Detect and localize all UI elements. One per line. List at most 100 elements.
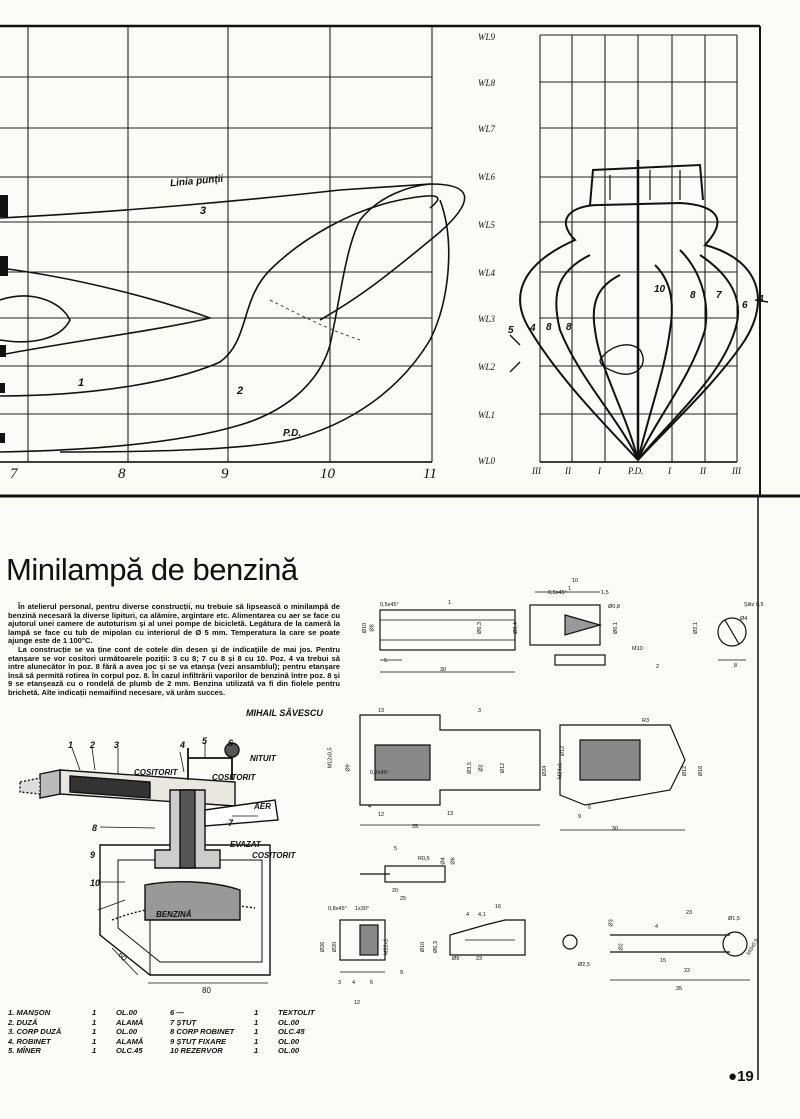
waterline-label: WL2 [478, 362, 496, 372]
dimension-label: 1,5 [601, 590, 609, 596]
section-number: 4 [758, 294, 764, 305]
dimension-label: R3 [642, 718, 650, 724]
dimension-label: 6 [370, 980, 374, 986]
callout-4: 4 [180, 740, 186, 750]
section-tick: P.D. [628, 466, 644, 476]
section-tick: III [532, 466, 541, 476]
callout-2: 2 [90, 740, 96, 750]
dimension-label: M24x1 [557, 762, 564, 780]
waterline-label: WL1 [478, 410, 496, 420]
dimension-label: M22x1 [383, 938, 390, 956]
dimension-label: R0,5 [418, 856, 430, 862]
note-nituit: NITUIT [250, 754, 276, 763]
dimension-label: 4 [655, 924, 659, 930]
curve-label-2: 2 [237, 385, 244, 397]
dimension-label: Ø20 [332, 941, 339, 953]
dimension-label: 4 [466, 912, 470, 918]
dimension-label: 4 [368, 804, 372, 810]
dimension-label: 25 [400, 896, 407, 902]
assembly-illustration [19, 742, 279, 984]
dimension-label: 9 [578, 814, 582, 820]
dimension-label: Ø2,5 [578, 962, 590, 968]
dimension-label: Ø6,1 [612, 622, 619, 634]
dimension-label: Ø4 [740, 616, 748, 622]
x-tick-7: 7 [10, 466, 18, 482]
dimension-label: 35 [412, 824, 419, 830]
note-cositorit: COSITORIT [252, 851, 296, 860]
dimension-label: 20 [392, 888, 399, 894]
waterline-label: WL4 [478, 268, 496, 278]
note-benzina: BENZINĂ [156, 910, 192, 919]
dimension-label: 3 [338, 980, 342, 986]
section-number: 4 [530, 323, 536, 334]
x-tick-11: 11 [423, 466, 437, 482]
callout-10: 10 [90, 878, 101, 888]
callout-5: 5 [202, 736, 208, 746]
article-author: MIHAIL SĂVESCU [246, 708, 323, 718]
dimension-label: Ø0,8 [608, 604, 620, 610]
dimension-label: Ø10 [420, 941, 427, 953]
dimension-label: Ø4 [440, 857, 447, 865]
dimension-label: 5 [394, 846, 398, 852]
parts-row: 1. MANȘON 1 OL.00 6 — 1 TEXTOLIT [8, 1008, 315, 1017]
article-title: Minilampă de benzină [6, 552, 298, 587]
dimension-label: Ø2 [478, 764, 485, 772]
dimension-label: 30 [440, 667, 447, 673]
dimension-label: Ø8,4 [512, 622, 519, 634]
waterline-label: WL7 [478, 124, 496, 134]
dimension-label: Ø24 [542, 765, 549, 777]
section-tick: II [700, 466, 706, 476]
x-tick-10: 10 [320, 466, 335, 482]
dimension-label: Ø6 [450, 857, 457, 865]
note-cositorit: COSITORIT [134, 768, 178, 777]
dimension-label: 1x30° [355, 906, 370, 912]
parts-row: 2. DUZĂ 1 ALAMĂ 7 ȘTUȚ 1 OL.00 [8, 1017, 300, 1027]
dimension-label: Ø6,3 [432, 941, 439, 953]
dimension-label: Ø9 [452, 956, 460, 962]
dimension-label: Ø8 [369, 624, 376, 632]
waterline-label: WL0 [478, 456, 496, 466]
x-tick-9: 9 [221, 466, 229, 482]
dimension-label: Ø12 [560, 745, 567, 757]
dimension-label: Ø2 [618, 943, 625, 951]
section-number: 8 [566, 322, 572, 333]
waterline-label: WL8 [478, 78, 496, 88]
parts-row: 3. CORP DUZĂ 1 OL.00 8 CORP ROBINET 1 OL… [8, 1027, 305, 1036]
dimension-label: 4 [352, 980, 356, 986]
parts-list: 1. MANȘON 1 OL.00 6 — 1 TEXTOLIT 2. DUZĂ… [6, 1008, 336, 1056]
dimension-label: 13 [447, 811, 454, 817]
section-number: 7 [716, 290, 722, 301]
dimension-label: 6 [588, 805, 592, 811]
dimension-label: Ø3 [608, 919, 615, 927]
page-number-bullet: ●19 [728, 1068, 754, 1085]
dimension-label: 2 [656, 664, 660, 670]
dimension-label: Șlitz 0,5 [744, 602, 764, 608]
dimension-label: 23 [686, 910, 693, 916]
dimension-label: 15 [660, 958, 667, 964]
parts-row: 5. MÎNER 1 OLC.45 10 REZERVOR 1 OL.00 [8, 1046, 300, 1055]
dimension-label: M12x0,5 [327, 747, 334, 769]
dimension-label: 9 [400, 970, 404, 976]
callout-9: 9 [90, 850, 96, 860]
callout-1: 1 [68, 740, 74, 750]
lines-plan-grid [0, 24, 800, 1080]
dimension-label: 23 [476, 956, 483, 962]
dimension-label: 0,8x45° [328, 906, 347, 912]
section-number: 6 [742, 300, 748, 311]
curve-label-1: 1 [78, 377, 85, 389]
dimension-label: M10 [632, 646, 643, 652]
dimension-label: 4,1 [478, 912, 486, 918]
dimension-label: 5 [384, 658, 388, 664]
dimension-label: 12 [354, 1000, 361, 1006]
section-number: 8 [690, 290, 696, 301]
dimension-label: 3 [478, 708, 482, 714]
section-tick: II [565, 466, 571, 476]
section-tick: I [668, 466, 671, 476]
dimension-label: 12 [378, 812, 385, 818]
dimension-label: 22 [684, 968, 691, 974]
waterline-label: WL6 [478, 172, 496, 182]
article-body: În atelierul personal, pentru diverse co… [8, 602, 340, 698]
dimension-label: Ø1,5 [728, 916, 740, 922]
curve-label-3: 3 [200, 205, 207, 217]
dimension-label: 8 [734, 663, 738, 669]
